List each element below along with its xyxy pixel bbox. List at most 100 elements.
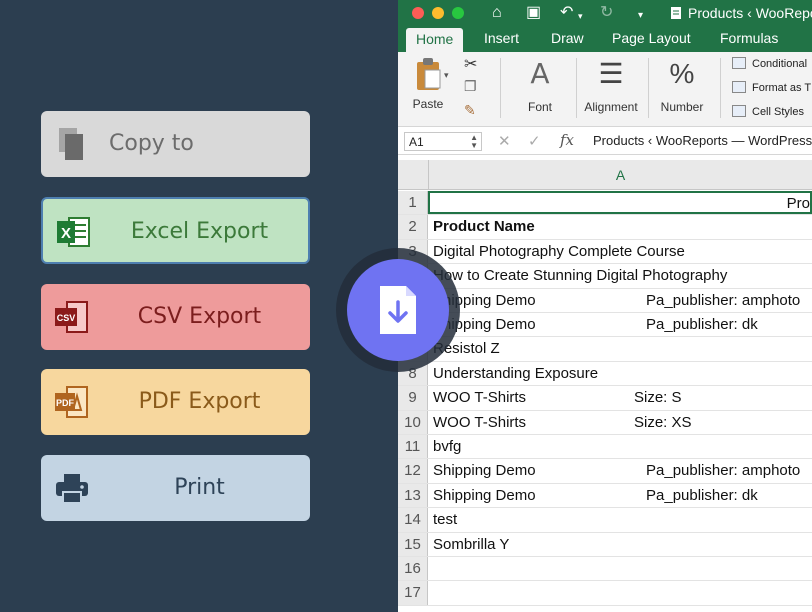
cell-a[interactable]: Digital Photography Complete Course — [433, 242, 685, 260]
name-box-value: A1 — [409, 135, 424, 149]
minimize-window-button[interactable] — [432, 7, 444, 19]
align-icon: ☰ — [598, 58, 624, 89]
cell-a[interactable]: Shipping Demo — [433, 462, 536, 480]
customize-toolbar-icon[interactable]: ▾ — [638, 10, 644, 21]
formula-bar: A1 ▲▼ ✕ ✓ fx Products ‹ WooReports — Wor… — [398, 127, 812, 155]
cut-icon[interactable]: ✂ — [464, 56, 478, 73]
pdf-export-button[interactable]: PDF PDF Export — [41, 369, 310, 435]
export-panel: Copy to clipboard X Excel Export CSV CSV… — [0, 0, 400, 612]
ribbon-divider — [648, 58, 649, 118]
cell-a[interactable]: test — [433, 511, 458, 529]
row-number[interactable]: 17 — [398, 581, 428, 605]
tab-page-layout[interactable]: Page Layout — [612, 30, 691, 46]
table-row: 9 WOO T-Shirts Size: S — [398, 386, 812, 411]
stepper-icon[interactable]: ▲▼ — [470, 133, 478, 150]
row-number[interactable]: 9 — [398, 386, 428, 410]
row-number[interactable]: 11 — [398, 435, 428, 459]
table-row: 3Digital Photography Complete Course — [398, 239, 812, 265]
cell-a[interactable]: WOO T-Shirts — [433, 389, 527, 407]
print-button-label: Print — [174, 475, 225, 500]
excel-button-label: Excel Export — [130, 219, 269, 244]
undo-icon[interactable]: ↶ — [560, 4, 574, 21]
number-button[interactable]: % Number — [656, 56, 708, 114]
font-label: Font — [527, 100, 552, 114]
select-all-corner[interactable] — [398, 160, 428, 190]
cell-attribute[interactable]: Size: S — [634, 389, 682, 407]
row-number[interactable]: 16 — [398, 557, 428, 581]
cell-a[interactable]: How to Create Stunning Digital Photograp… — [433, 267, 728, 285]
excel-export-button[interactable]: X Excel Export — [41, 197, 310, 264]
cell-a[interactable]: WOO T-Shirts — [433, 413, 527, 431]
row-number[interactable]: 2 — [398, 215, 428, 239]
csv-export-button[interactable]: CSV CSV Export — [41, 284, 310, 350]
undo-dropdown-icon[interactable]: ▾ — [578, 11, 583, 21]
cell-attribute[interactable]: Pa_publisher: amphoto — [646, 291, 801, 309]
paste-label: Paste — [412, 97, 444, 111]
excel-icon-letter: X — [61, 225, 71, 242]
cancel-icon[interactable]: ✕ — [498, 133, 511, 150]
table-row: 1 Pro — [398, 191, 812, 216]
formula-input[interactable]: Products ‹ WooReports — WordPress — [593, 133, 812, 148]
print-button[interactable]: Print — [41, 455, 310, 521]
cell-attribute[interactable]: Pa_publisher: amphoto — [646, 462, 801, 480]
home-icon[interactable]: ⌂ — [492, 4, 502, 21]
paste-dropdown-icon[interactable]: ▾ — [444, 70, 449, 80]
row-number[interactable]: 14 — [398, 508, 428, 532]
cell-a[interactable]: bvfg — [433, 438, 462, 455]
cell-a[interactable]: Sombrilla Y — [433, 535, 510, 553]
cell-attribute[interactable]: Pa_publisher: dk — [646, 316, 758, 333]
pdf-file-icon: PDF — [55, 386, 88, 418]
format-painter-icon[interactable]: ✎ — [464, 102, 476, 118]
cell-styles-label: Cell Styles — [752, 106, 804, 118]
tab-formulas[interactable]: Formulas — [720, 30, 779, 46]
selected-cell-a1[interactable]: Pro — [428, 191, 812, 215]
save-icon[interactable]: ▣ — [526, 4, 542, 21]
alignment-label: Alignment — [584, 100, 638, 114]
row-number[interactable]: 10 — [398, 410, 428, 434]
table-row: 4How to Create Stunning Digital Photogra… — [398, 264, 812, 289]
column-header-a[interactable]: A — [428, 160, 812, 190]
font-icon: A — [530, 57, 550, 90]
insert-function-icon[interactable]: fx — [560, 131, 575, 149]
copy-small-icon[interactable]: ❐ — [464, 78, 477, 94]
table-row: 17 — [398, 581, 812, 606]
paste-button[interactable]: Paste — [408, 56, 448, 111]
row-number[interactable]: 12 — [398, 459, 428, 483]
close-window-button[interactable] — [412, 7, 424, 19]
table-row: 2 Product Name — [398, 215, 812, 240]
tab-home[interactable]: Home — [406, 28, 464, 52]
cell-a[interactable]: Understanding Exposure — [433, 364, 599, 382]
tab-insert[interactable]: Insert — [484, 30, 520, 46]
file-download-icon — [380, 286, 416, 334]
copy-to-clipboard-button[interactable]: Copy to clipboard — [41, 111, 310, 222]
table-row: 11 bvfg — [398, 435, 812, 460]
row-number[interactable]: 13 — [398, 483, 428, 508]
cell-styles-button[interactable]: Cell Styles — [732, 105, 804, 118]
row-number[interactable]: 15 — [398, 532, 428, 556]
tab-draw[interactable]: Draw — [551, 30, 584, 46]
zoom-window-button[interactable] — [452, 7, 464, 19]
conditional-formatting-button[interactable]: Conditional — [732, 57, 807, 70]
cell-attribute[interactable]: Pa_publisher: dk — [646, 486, 758, 504]
redo-icon[interactable]: ↻ — [600, 4, 614, 21]
font-button[interactable]: A Font — [514, 56, 566, 114]
cell-a[interactable]: Product Name — [433, 218, 535, 236]
row-number[interactable]: 1 — [398, 191, 428, 215]
name-box[interactable]: A1 ▲▼ — [404, 132, 482, 151]
document-icon — [671, 7, 681, 19]
enter-icon[interactable]: ✓ — [528, 133, 541, 150]
download-badge[interactable] — [347, 259, 449, 361]
table-row: 10 WOO T-Shirts Size: XS — [398, 410, 812, 435]
csv-button-label: CSV Export — [137, 304, 262, 329]
format-as-table-button[interactable]: Format as T — [732, 81, 811, 94]
cell-a[interactable]: Shipping Demo — [433, 486, 536, 504]
ribbon-home: Paste ▾ ✂ ❐ ✎ A Font ☰ Alignment % Numbe… — [398, 52, 812, 127]
pdf-icon-text: PDF — [56, 398, 75, 408]
cell-a[interactable]: Resistol Z — [433, 340, 500, 358]
cell-text: Pro — [786, 195, 810, 212]
csv-file-icon: CSV — [55, 301, 88, 333]
alignment-button[interactable]: ☰ Alignment — [582, 56, 640, 114]
cell-attribute[interactable]: Size: XS — [634, 413, 692, 431]
